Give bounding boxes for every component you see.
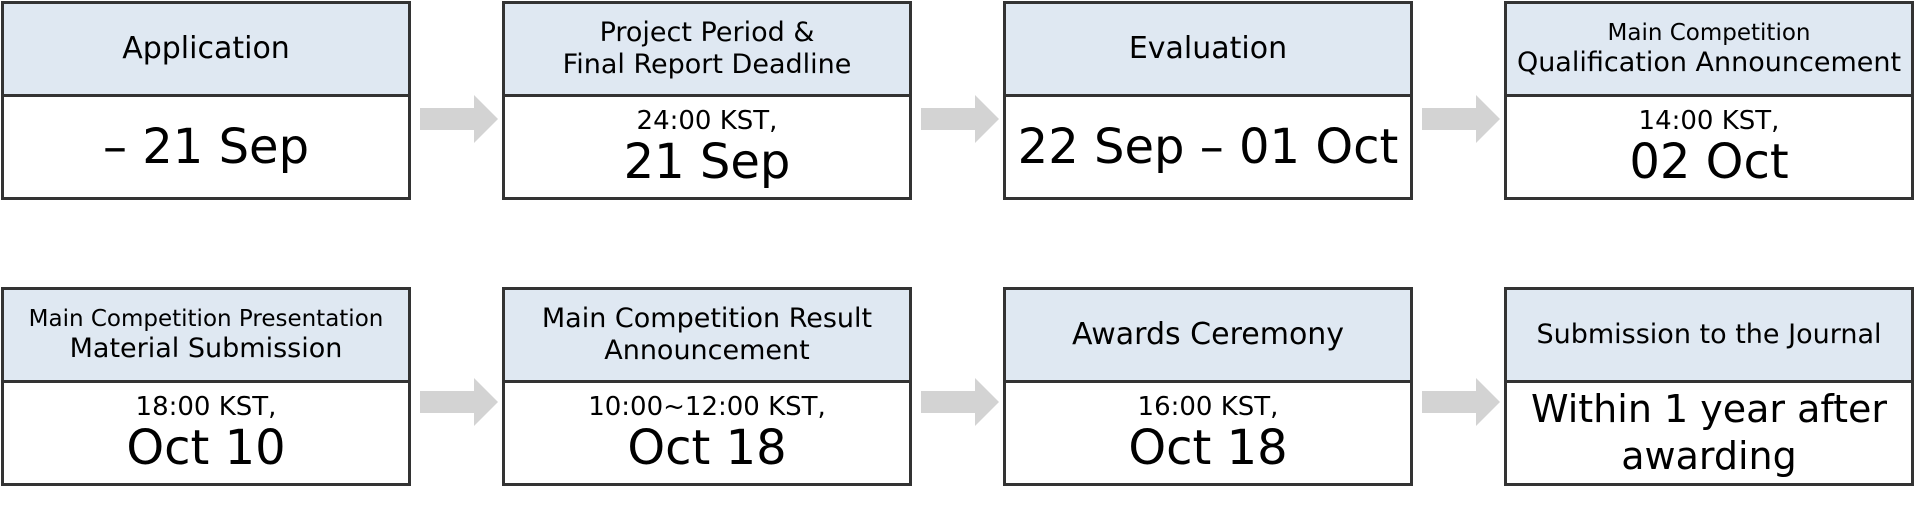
right-arrow-icon <box>1422 378 1500 426</box>
step-title: Awards Ceremony <box>1071 317 1345 353</box>
step-header: Submission to the Journal <box>1507 290 1911 383</box>
right-arrow-icon <box>420 95 498 143</box>
step-body: Within 1 year after awarding <box>1507 383 1911 483</box>
step-date-line-1: Within 1 year after <box>1530 386 1887 431</box>
step-date: – 21 Sep <box>102 118 310 175</box>
step-body: 10:00~12:00 KST, Oct 18 <box>505 383 909 483</box>
step-time: 14:00 KST, <box>1638 105 1780 136</box>
step-date: 21 Sep <box>623 134 791 191</box>
step-title: Application <box>122 31 290 67</box>
step-title-line-2: Announcement <box>604 335 810 366</box>
step-title: Evaluation <box>1128 31 1288 67</box>
step-body: – 21 Sep <box>4 97 408 197</box>
step-time: 18:00 KST, <box>135 391 277 422</box>
step-journal-submission: Submission to the Journal Within 1 year … <box>1504 287 1914 486</box>
step-date: 22 Sep – 01 Oct <box>1017 118 1399 175</box>
step-title: Submission to the Journal <box>1536 319 1882 351</box>
right-arrow-icon <box>921 378 999 426</box>
step-header: Main Competition Qualification Announcem… <box>1507 4 1911 97</box>
step-date: Oct 10 <box>126 420 286 477</box>
step-title-line-1: Main Competition <box>1607 19 1811 46</box>
step-time: 10:00~12:00 KST, <box>588 391 826 422</box>
step-date: Oct 18 <box>627 420 787 477</box>
step-application: Application – 21 Sep <box>1 1 411 200</box>
step-header: Project Period & Final Report Deadline <box>505 4 909 97</box>
step-body: 24:00 KST, 21 Sep <box>505 97 909 197</box>
step-title-line-1: Main Competition Result <box>541 303 873 335</box>
step-body: 18:00 KST, Oct 10 <box>4 383 408 483</box>
step-time: 24:00 KST, <box>636 105 778 136</box>
step-project-period: Project Period & Final Report Deadline 2… <box>502 1 912 200</box>
step-title-line-1: Main Competition Presentation <box>28 305 384 332</box>
step-result-announcement: Main Competition Result Announcement 10:… <box>502 287 912 486</box>
step-presentation-submission: Main Competition Presentation Material S… <box>1 287 411 486</box>
step-title-line-2: Material Submission <box>69 332 343 364</box>
step-title-line-2: Qualification Announcement <box>1516 46 1902 78</box>
step-body: 22 Sep – 01 Oct <box>1006 97 1410 197</box>
step-body: 14:00 KST, 02 Oct <box>1507 97 1911 197</box>
step-header: Awards Ceremony <box>1006 290 1410 383</box>
step-header: Application <box>4 4 408 97</box>
step-header: Main Competition Result Announcement <box>505 290 909 383</box>
step-time: 16:00 KST, <box>1137 391 1279 422</box>
step-title-line-2: Final Report Deadline <box>562 49 852 80</box>
step-title-line-1: Project Period & <box>599 17 815 49</box>
step-date: Oct 18 <box>1128 420 1288 477</box>
step-header: Evaluation <box>1006 4 1410 97</box>
step-awards-ceremony: Awards Ceremony 16:00 KST, Oct 18 <box>1003 287 1413 486</box>
step-qualification-announcement: Main Competition Qualification Announcem… <box>1504 1 1914 200</box>
right-arrow-icon <box>420 378 498 426</box>
step-body: 16:00 KST, Oct 18 <box>1006 383 1410 483</box>
step-date: 02 Oct <box>1629 134 1789 191</box>
right-arrow-icon <box>921 95 999 143</box>
step-evaluation: Evaluation 22 Sep – 01 Oct <box>1003 1 1413 200</box>
step-header: Main Competition Presentation Material S… <box>4 290 408 383</box>
step-date-line-2: awarding <box>1621 434 1797 478</box>
right-arrow-icon <box>1422 95 1500 143</box>
